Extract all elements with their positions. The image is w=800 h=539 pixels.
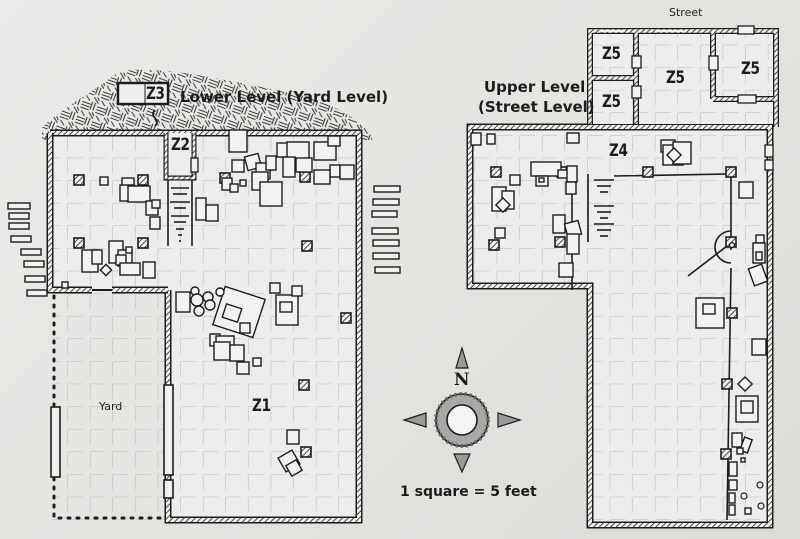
zone-label-z2: Z2: [171, 135, 190, 155]
compass-icon: [402, 345, 522, 474]
zone-label-z5-top-left: Z5: [602, 44, 621, 64]
barrels: [190, 286, 225, 317]
stairs-icon: [594, 179, 614, 237]
compass-north-label: N: [454, 370, 470, 390]
window-slats-right: [371, 185, 401, 274]
doors-upper: [631, 25, 774, 171]
upper-level-title-line2: (Street Level): [478, 98, 595, 116]
lower-level: [7, 69, 401, 524]
yard-area: [52, 292, 166, 520]
zone-label-z1: Z1: [252, 396, 271, 416]
upper-level-title-line1: Upper Level: [484, 78, 586, 96]
debris: [470, 132, 769, 516]
scale-label: 1 square = 5 feet: [400, 484, 537, 500]
street-label: Street: [669, 6, 703, 19]
zone-label-z5-bottom-left: Z5: [602, 92, 621, 112]
zone-label-z5-center: Z5: [666, 68, 685, 88]
zone-label-z3: Z3: [146, 84, 165, 104]
debris: [61, 129, 355, 478]
window-slats-left: [7, 202, 48, 297]
yard-label: Yard: [99, 400, 123, 413]
stairs-icon: [167, 180, 193, 246]
yard-gate: [50, 406, 61, 478]
zone-label-z5-right: Z5: [741, 59, 760, 79]
lower-level-title: Lower Level (Yard Level): [180, 88, 389, 106]
upper-level: [466, 25, 779, 529]
zone-label-z4: Z4: [609, 141, 628, 161]
